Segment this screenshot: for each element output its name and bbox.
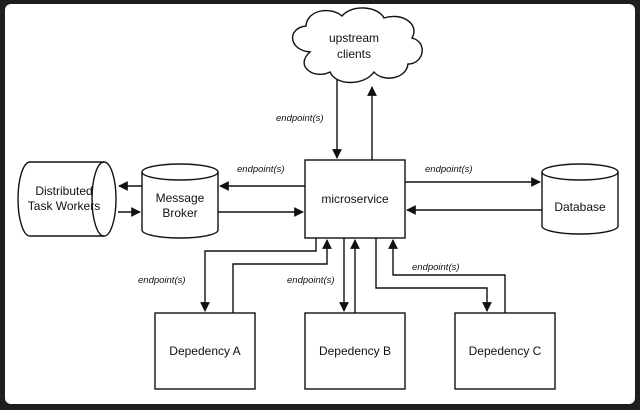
- dependency-b-node: Depedency B: [304, 312, 406, 390]
- broker-label-line1: Message: [156, 191, 205, 205]
- dependency-a-label: Depedency A: [169, 344, 240, 358]
- microservice-label: microservice: [321, 192, 389, 206]
- microservice-to-dep-a-arrow: [200, 238, 317, 312]
- database-endpoint-label: endpoint(s): [425, 164, 473, 175]
- workers-label-line2: Task Workers: [28, 199, 100, 213]
- broker-label-line2: Broker: [162, 206, 197, 220]
- dependency-c-label: Depedency C: [469, 344, 542, 358]
- broker-endpoint-label: endpoint(s): [237, 164, 285, 175]
- database-label: Database: [554, 200, 606, 214]
- dep-a-endpoint-label: endpoint(s): [138, 275, 186, 286]
- microservice-to-dep-c-arrow: [375, 238, 492, 312]
- dep-b-endpoint-label: endpoint(s): [287, 275, 335, 286]
- dep-a-to-microservice-arrow: [232, 239, 332, 313]
- task-workers-node: Distributed Task Workers: [17, 161, 117, 237]
- dependency-c-node: Depedency C: [454, 312, 556, 390]
- dep-c-to-microservice-arrow: [388, 239, 506, 313]
- microservice-node: microservice: [304, 159, 406, 239]
- database-node: Database: [541, 163, 619, 235]
- message-broker-node: Message Broker: [141, 163, 219, 239]
- upstream-label-line2: clients: [337, 47, 371, 61]
- upstream-endpoint-label: endpoint(s): [276, 113, 324, 124]
- dependency-b-label: Depedency B: [319, 344, 391, 358]
- diagram-canvas: upstream clients microservice Message Br…: [5, 4, 635, 404]
- dependency-a-node: Depedency A: [154, 312, 256, 390]
- dep-c-endpoint-label: endpoint(s): [412, 262, 460, 273]
- upstream-clients-cloud: upstream clients: [291, 7, 423, 84]
- architecture-diagram: upstream clients microservice Message Br…: [17, 7, 619, 390]
- workers-label-line1: Distributed: [35, 184, 92, 198]
- upstream-label-line1: upstream: [329, 31, 379, 45]
